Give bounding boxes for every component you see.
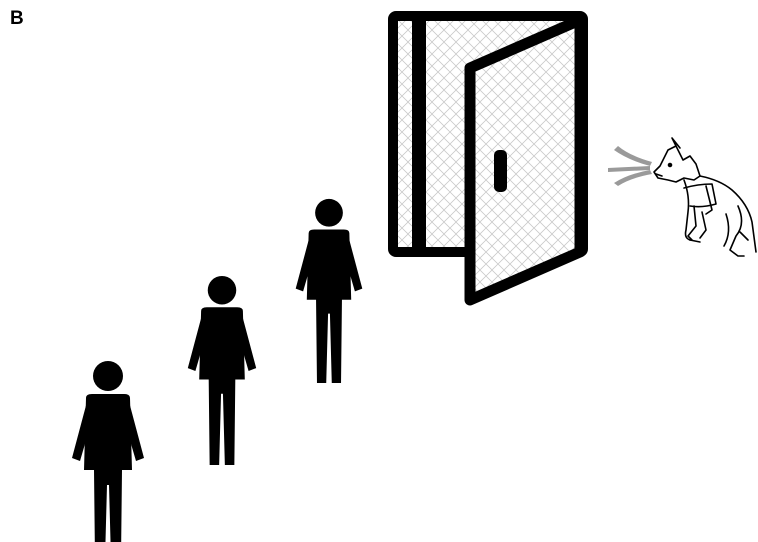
dog-icon — [654, 138, 756, 256]
bark-sound-icon — [608, 146, 652, 186]
person-icon-1 — [72, 361, 144, 542]
person-icon-2 — [188, 276, 256, 465]
open-door-icon — [393, 16, 583, 300]
person-icon-3 — [296, 199, 363, 383]
